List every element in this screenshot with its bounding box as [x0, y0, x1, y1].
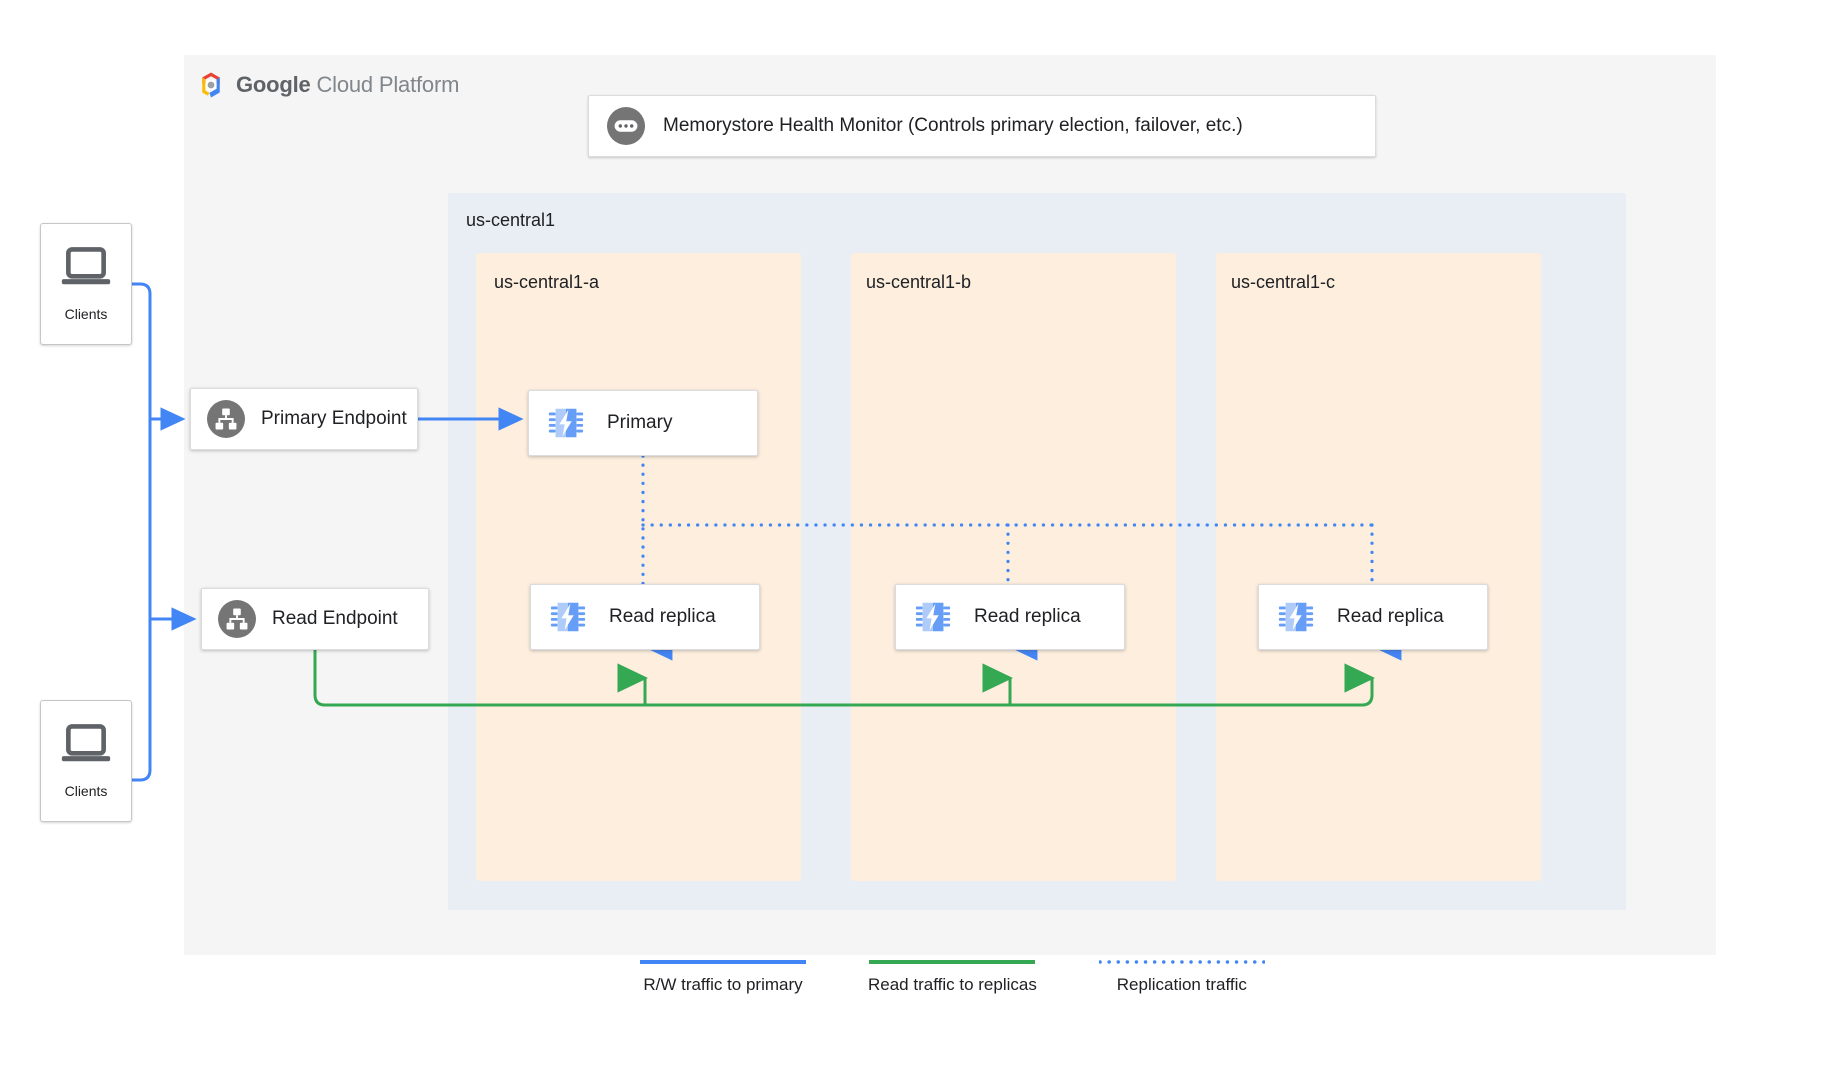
legend-swatch-solid-blue-icon — [640, 960, 806, 964]
health-monitor-bar[interactable]: Memorystore Health Monitor (Controls pri… — [588, 95, 1376, 157]
clients-label-top: Clients — [64, 306, 108, 322]
primary-endpoint-card[interactable]: Primary Endpoint — [190, 388, 418, 450]
legend-label-read-traffic: Read traffic to replicas — [868, 975, 1037, 994]
clients-box-top[interactable]: Clients — [40, 223, 132, 345]
node-read-replica-a-card[interactable]: Read replica — [530, 584, 760, 650]
node-primary-label: Primary — [607, 412, 673, 433]
zone-container-us-central1-c — [1216, 253, 1541, 881]
google-cloud-hexagon-icon — [202, 72, 220, 98]
zone-label-b: us-central1-b — [866, 272, 972, 292]
node-primary-card[interactable]: Primary — [528, 390, 758, 456]
legend: R/W traffic to primary Read traffic to r… — [640, 955, 1265, 995]
memorystore-chip-icon — [550, 602, 586, 632]
read-endpoint-label: Read Endpoint — [272, 608, 398, 629]
legend-label-rw-traffic: R/W traffic to primary — [643, 975, 803, 994]
node-read-replica-a-label: Read replica — [609, 606, 716, 627]
gcp-logo: Google Cloud Platform — [196, 70, 459, 100]
zone-container-us-central1-b — [851, 253, 1176, 881]
clients-box-bottom[interactable]: Clients — [40, 700, 132, 822]
gcp-logo-text: Google Cloud Platform — [236, 72, 459, 98]
legend-swatch-dotted-blue-icon — [1098, 960, 1265, 964]
region-label: us-central1 — [466, 210, 556, 230]
node-read-replica-c-label: Read replica — [1337, 606, 1444, 627]
endpoint-hierarchy-icon — [218, 600, 256, 638]
legend-item-replication-traffic: Replication traffic — [1098, 955, 1265, 995]
client-bus-line — [132, 282, 152, 782]
endpoint-hierarchy-icon — [207, 400, 245, 438]
primary-endpoint-label: Primary Endpoint — [261, 408, 407, 429]
health-monitor-icon — [607, 107, 645, 145]
memorystore-chip-icon — [915, 602, 951, 632]
gcp-logo-google: Google — [236, 72, 311, 97]
memorystore-chip-icon — [1278, 602, 1314, 632]
legend-item-read-traffic: Read traffic to replicas — [868, 955, 1037, 995]
zone-container-us-central1-a — [476, 253, 801, 881]
node-read-replica-c-card[interactable]: Read replica — [1258, 584, 1488, 650]
legend-item-rw-traffic: R/W traffic to primary — [640, 955, 806, 995]
legend-label-replication-traffic: Replication traffic — [1116, 975, 1247, 994]
read-endpoint-card[interactable]: Read Endpoint — [201, 588, 429, 650]
zone-label-c: us-central1-c — [1231, 272, 1336, 292]
laptop-icon — [61, 247, 111, 285]
legend-swatch-solid-green-icon — [869, 960, 1036, 964]
clients-label-bottom: Clients — [64, 783, 108, 799]
gcp-logo-cloudplatform: Cloud Platform — [310, 72, 460, 97]
memorystore-chip-icon — [548, 408, 584, 438]
health-monitor-label: Memorystore Health Monitor (Controls pri… — [663, 115, 1243, 136]
zone-label-a: us-central1-a — [494, 272, 600, 292]
node-read-replica-b-card[interactable]: Read replica — [895, 584, 1125, 650]
node-read-replica-b-label: Read replica — [974, 606, 1081, 627]
laptop-icon — [61, 724, 111, 762]
